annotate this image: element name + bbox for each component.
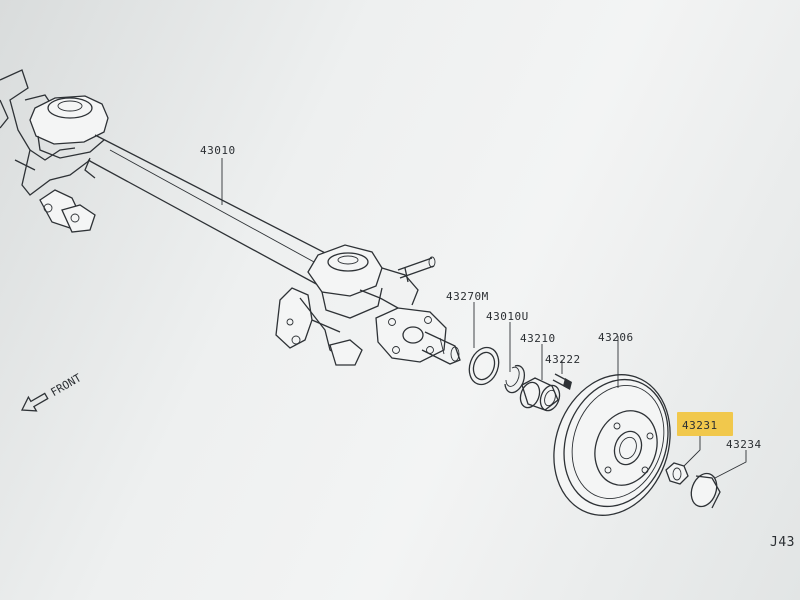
grease-cap-body	[690, 472, 721, 509]
right-spring-seat	[307, 244, 383, 319]
part-label-brake-drum: 43206	[598, 331, 634, 344]
hub-bolt-body	[552, 373, 572, 390]
brake-drum-body	[553, 374, 671, 516]
part-label-spindle-washer: 43010U	[486, 310, 529, 323]
part-label-wheel-bearing: 43210	[520, 332, 556, 345]
wheel-bearing-body	[519, 377, 561, 412]
spindle-snap-ring	[504, 364, 526, 394]
front-direction-indicator: FRONT	[20, 371, 84, 412]
bearing-seal-ring	[468, 346, 500, 386]
axle-beam-tube	[84, 134, 336, 287]
hub-nut-body	[665, 462, 689, 485]
left-spring-seat	[29, 95, 109, 159]
stub-axle-plate	[359, 267, 447, 363]
brake-pipe-bolt	[397, 256, 436, 283]
left-mount-bracket	[0, 69, 96, 233]
front-label: FRONT	[48, 371, 84, 399]
highlight-marker	[677, 412, 733, 436]
diagram-code: J43	[770, 535, 795, 550]
part-label-bearing-seal: 43270M	[446, 290, 489, 303]
stub-axle-spindle	[421, 331, 461, 365]
right-trailing-bracket	[275, 287, 363, 366]
part-label-hub-bolt: 43222	[545, 353, 581, 366]
front-arrow-icon	[20, 392, 49, 412]
leader-lines	[221, 158, 747, 479]
part-label-axle-beam: 43010	[200, 144, 236, 157]
part-label-hub-nut: 43231	[682, 419, 718, 432]
part-label-grease-cap: 43234	[726, 438, 762, 451]
